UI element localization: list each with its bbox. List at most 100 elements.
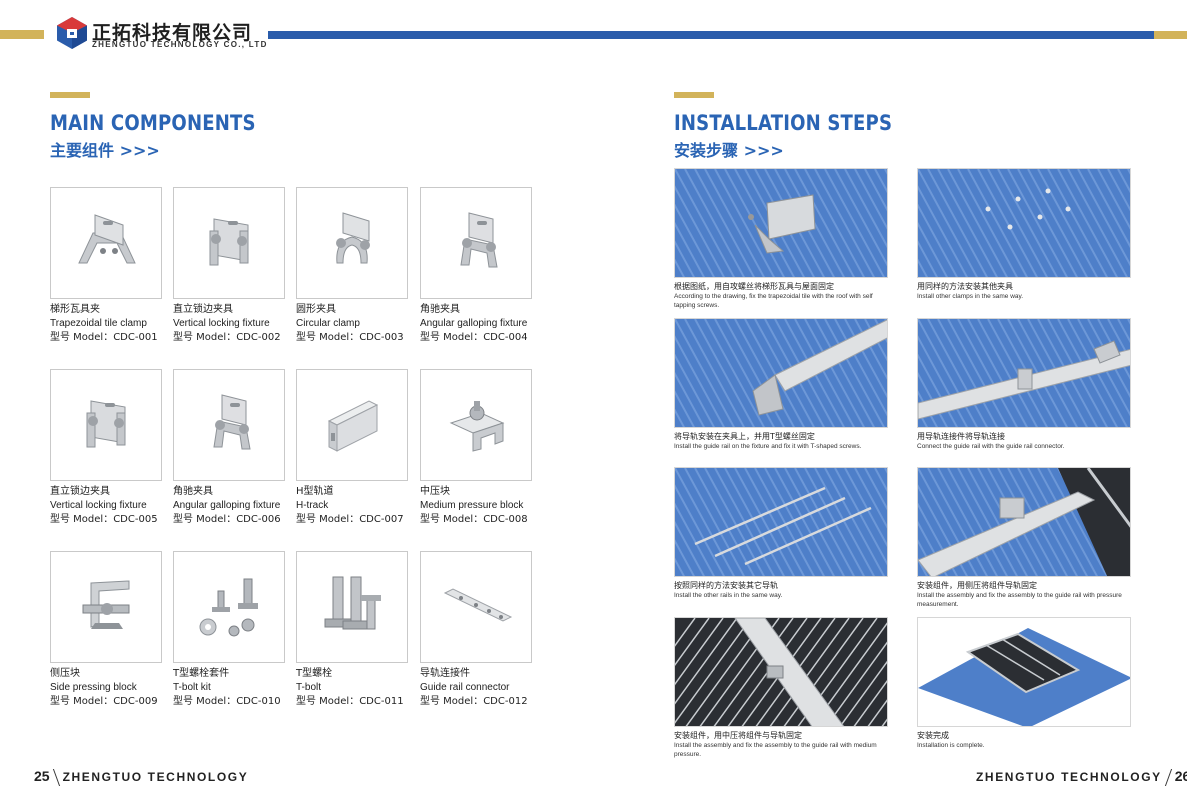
- step-caption-en: Connect the guide rail with the guide ra…: [917, 443, 1065, 450]
- component-model: 型号 Model：CDC-001: [50, 332, 158, 343]
- component-name-en: T-bolt kit: [173, 682, 211, 693]
- component-model: 型号 Model：CDC-003: [296, 332, 404, 343]
- component-name-cn: H型轨道: [296, 486, 334, 497]
- footer-divider: [1164, 769, 1172, 787]
- trapezoid-clamp-icon: [61, 201, 151, 286]
- footer-divider: [52, 769, 60, 787]
- side-clamp-icon: [918, 468, 1130, 576]
- vertical-lock-icon: [184, 201, 274, 286]
- step-caption-cn: 用导轨连接件将导轨连接: [917, 432, 1005, 441]
- step-caption-cn: 按照同样的方法安装其它导轨: [674, 581, 778, 590]
- component-model: 型号 Model：CDC-012: [420, 696, 528, 707]
- angular-fixture-icon: [431, 201, 521, 286]
- step-caption-cn: 将导轨安装在夹具上，并用T型螺丝固定: [674, 432, 815, 441]
- footer-brand-left: ZHENGTUO TECHNOLOGY: [62, 770, 249, 784]
- main-components-subtitle: 主要组件 >>>: [50, 141, 160, 160]
- component-name-en: Guide rail connector: [420, 682, 510, 693]
- component-image: [173, 551, 285, 663]
- header-gold-bar-right: [1154, 31, 1187, 39]
- step-caption-cn: 用同样的方法安装其他夹具: [917, 282, 1013, 291]
- component-card: 侧压块 Side pressing block 型号 Model：CDC-009: [50, 551, 162, 709]
- component-card: T型螺栓套件 T-bolt kit 型号 Model：CDC-010: [173, 551, 285, 709]
- circular-clamp-icon: [307, 201, 397, 286]
- component-name-en: Vertical locking fixture: [173, 318, 270, 329]
- component-image: [420, 369, 532, 481]
- step-card: 将导轨安装在夹具上，并用T型螺丝固定 Install the guide rail…: [674, 318, 888, 451]
- component-model: 型号 Model：CDC-011: [296, 696, 404, 707]
- component-name-en: H-track: [296, 500, 329, 511]
- page-number-right: 26: [1174, 768, 1187, 784]
- component-model: 型号 Model：CDC-006: [173, 514, 281, 525]
- component-name-en: Side pressing block: [50, 682, 137, 693]
- step-caption-en: Install the guide rail on the fixture an…: [674, 443, 862, 450]
- component-image: [296, 369, 408, 481]
- component-image: [50, 187, 162, 299]
- step-card: 安装组件，用侧压将组件导轨固定 Install the assembly and …: [917, 467, 1131, 609]
- step-caption-cn: 安装组件，用侧压将组件导轨固定: [917, 581, 1037, 590]
- installation-steps-title: INSTALLATION STEPS: [674, 111, 893, 135]
- component-name-cn: T型螺栓: [296, 668, 333, 679]
- vertical-lock-icon: [61, 383, 151, 468]
- section-accent-bar: [50, 92, 90, 98]
- step-caption-en: Install the other rails in the same way.: [674, 592, 783, 599]
- rail-install-icon: [675, 319, 887, 427]
- installation-steps-subtitle: 安装步骤 >>>: [674, 141, 784, 160]
- step-caption-en: Installation is complete.: [917, 742, 985, 749]
- step-image: [917, 467, 1131, 577]
- component-model: 型号 Model：CDC-009: [50, 696, 158, 707]
- rail-connect-icon: [918, 319, 1130, 427]
- step-image: [674, 467, 888, 577]
- component-name-cn: 中压块: [420, 486, 450, 497]
- header-gold-bar-left: [0, 30, 44, 39]
- step-caption-cn: 安装完成: [917, 731, 949, 740]
- step-card: 按照同样的方法安装其它导轨 Install the other rails in …: [674, 467, 888, 600]
- main-components-title: MAIN COMPONENTS: [50, 111, 256, 135]
- component-name-cn: 直立锁边夹具: [50, 486, 110, 497]
- component-name-cn: T型螺栓套件: [173, 668, 230, 679]
- t-bolt-kit-icon: [184, 565, 274, 650]
- clamps-layout-icon: [918, 169, 1130, 277]
- angular-fixture-icon: [184, 383, 274, 468]
- brand-name-cn: 正拓科技有限公司: [92, 22, 253, 44]
- component-image: [296, 551, 408, 663]
- t-bolt-icon: [307, 565, 397, 650]
- end-clamp-icon: [61, 565, 151, 650]
- component-image: [420, 551, 532, 663]
- component-model: 型号 Model：CDC-007: [296, 514, 404, 525]
- step-card: 安装完成 Installation is complete.: [917, 617, 1131, 750]
- component-name-cn: 角驰夹具: [420, 304, 460, 315]
- step-image: [674, 617, 888, 727]
- step-card: 用导轨连接件将导轨连接 Connect the guide rail with t…: [917, 318, 1131, 451]
- clamp-install-icon: [675, 169, 887, 277]
- step-caption-en: Install the assembly and fix the assembl…: [917, 592, 1122, 608]
- page-number-left: 25: [34, 768, 50, 784]
- component-image: [420, 187, 532, 299]
- component-name-en: Angular galloping fixture: [420, 318, 528, 329]
- component-name-cn: 角驰夹具: [173, 486, 213, 497]
- step-card: 用同样的方法安装其他夹具 Install other clamps in the …: [917, 168, 1131, 301]
- mid-clamp-install-icon: [675, 618, 887, 726]
- step-caption-en: Install other clamps in the same way.: [917, 293, 1024, 300]
- rails-layout-icon: [675, 468, 887, 576]
- component-model: 型号 Model：CDC-010: [173, 696, 281, 707]
- complete-install-icon: [918, 618, 1130, 726]
- step-image: [917, 318, 1131, 428]
- rail-connector-icon: [431, 565, 521, 650]
- component-model: 型号 Model：CDC-002: [173, 332, 281, 343]
- step-image: [674, 318, 888, 428]
- step-caption-cn: 根据图纸，用自攻螺丝将梯形瓦具与屋面固定: [674, 282, 834, 291]
- component-name-cn: 侧压块: [50, 668, 80, 679]
- header-blue-bar: [268, 31, 1154, 39]
- mid-clamp-icon: [431, 383, 521, 468]
- component-name-en: Vertical locking fixture: [50, 500, 147, 511]
- step-image: [917, 617, 1131, 727]
- step-caption-en: According to the drawing, fix the trapez…: [674, 293, 873, 309]
